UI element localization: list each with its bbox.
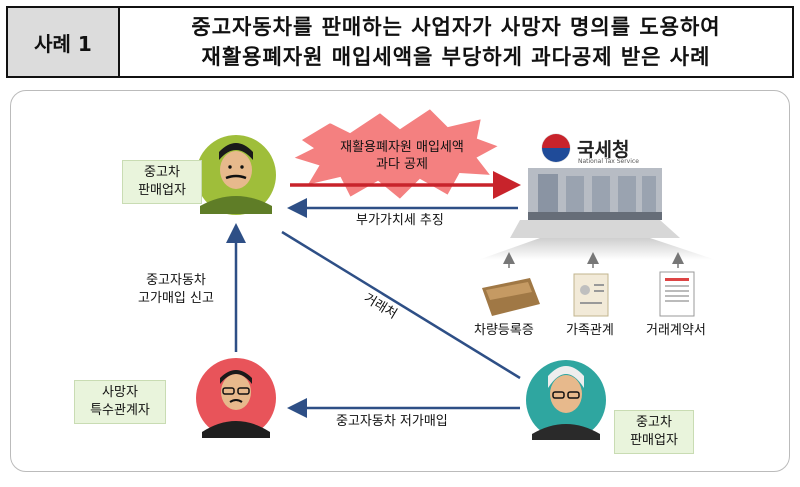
nts-subtitle: National Tax Service (578, 158, 639, 165)
case-label: 사례 1 (8, 8, 120, 76)
high-price-report-label: 중고자동차 고가매입 신고 (138, 273, 214, 306)
transaction-line (281, 230, 521, 380)
low-price-purchase-label: 중고자동차 저가매입 (336, 414, 448, 429)
doc-vehicle-registration-label: 차량등록증 (474, 323, 534, 338)
contract-document-icon (659, 271, 695, 317)
wallet-icon (482, 278, 540, 316)
doc-contract-label: 거래계약서 (646, 323, 706, 338)
dealer-bottom-label: 중고차 판매업자 (614, 410, 694, 454)
burst-shape (289, 106, 503, 202)
family-document-icon (573, 273, 609, 317)
elder-avatar-icon (526, 360, 606, 440)
case-title-line1: 중고자동차를 판매하는 사업자가 사망자 명의를 도용하여 (191, 15, 721, 39)
case-header: 사례 1 중고자동차를 판매하는 사업자가 사망자 명의를 도용하여 재활용폐자… (6, 6, 794, 78)
nts-logo-icon (541, 133, 571, 163)
dealer-top-label: 중고차 판매업자 (122, 160, 202, 204)
case-title: 중고자동차를 판매하는 사업자가 사망자 명의를 도용하여 재활용폐자원 매입세… (120, 8, 792, 76)
dealer-avatar-icon (196, 135, 276, 215)
case-title-line2: 재활용폐자원 매입세액을 부당하게 과다공제 받은 사례 (201, 45, 711, 69)
doc-family-relation-label: 가족관계 (566, 323, 614, 338)
deceased-avatar-icon (196, 358, 276, 438)
burst-label: 재활용폐자원 매입세액 과다 공제 (340, 140, 464, 172)
nts-building-icon (510, 168, 680, 238)
vat-collection-label: 부가가치세 추징 (356, 213, 444, 228)
evidence-fan (478, 238, 716, 260)
deceased-label: 사망자 특수관계자 (74, 380, 166, 424)
nts-name: 국세청 (577, 139, 630, 161)
